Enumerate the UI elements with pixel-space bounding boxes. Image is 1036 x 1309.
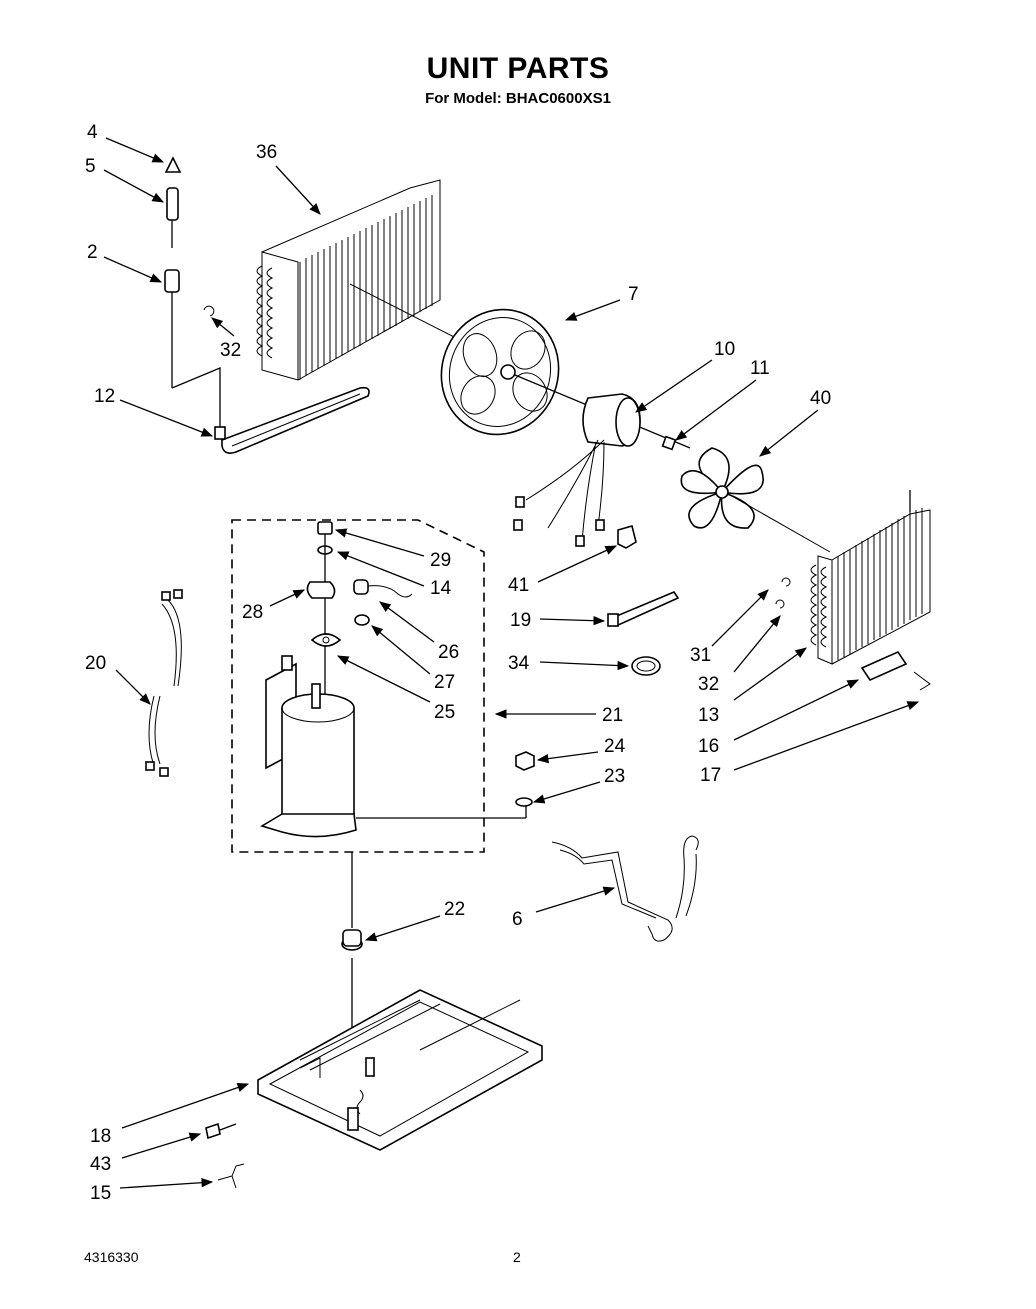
fan-motor (513, 374, 691, 547)
compressor-assembly (260, 521, 527, 838)
mount-hardware (515, 751, 535, 807)
drain-heater (214, 386, 370, 454)
callout-20: 20 (85, 653, 106, 674)
callout-29: 29 (430, 550, 451, 571)
callout-25: 25 (434, 702, 455, 723)
callout-2: 2 (87, 242, 98, 263)
base-pan (205, 852, 543, 1189)
callout-15: 15 (90, 1183, 111, 1204)
page-number: 2 (513, 1249, 521, 1265)
fan-shroud (440, 308, 560, 436)
callout-21: 21 (602, 705, 623, 726)
callout-34: 34 (508, 653, 530, 674)
callout-19: 19 (510, 610, 531, 631)
model-subtitle: For Model: BHAC0600XS1 (425, 90, 611, 107)
callout-12: 12 (94, 386, 115, 407)
callout-27: 27 (434, 672, 455, 693)
callout-40: 40 (810, 388, 831, 409)
callout-14: 14 (430, 578, 452, 599)
callout-32b: 32 (698, 674, 719, 695)
callout-23: 23 (604, 766, 625, 787)
callout-36: 36 (256, 142, 277, 163)
small-hardware (607, 525, 680, 676)
callout-6: 6 (512, 909, 523, 930)
evaporator-coil (775, 490, 931, 665)
cap-tube-assembly (164, 156, 221, 428)
callout-13: 13 (698, 705, 719, 726)
compressor-group-outline (231, 519, 485, 853)
callout-26: 26 (438, 642, 459, 663)
callout-32: 32 (220, 340, 241, 361)
document-number: 4316330 (84, 1249, 139, 1265)
callout-22: 22 (444, 899, 465, 920)
wire-harness (145, 589, 183, 777)
callout-41: 41 (508, 575, 529, 596)
callout-7: 7 (628, 284, 639, 305)
callout-16: 16 (698, 736, 719, 757)
callout-11: 11 (750, 358, 770, 379)
callout-4: 4 (87, 122, 98, 143)
callout-5: 5 (85, 156, 96, 177)
callout-43: 43 (90, 1154, 111, 1175)
thermostat-bracket (860, 650, 931, 691)
condenser-coil (256, 179, 461, 381)
leader-lines (103, 137, 920, 1189)
callout-10: 10 (714, 339, 735, 360)
page-title: UNIT PARTS (426, 52, 610, 85)
callout-28: 28 (242, 602, 263, 623)
callout-17: 17 (700, 765, 721, 786)
bracket-tube (551, 835, 699, 942)
callout-24: 24 (604, 736, 626, 757)
blower-fan (680, 447, 831, 553)
callout-31: 31 (690, 645, 711, 666)
callout-18: 18 (90, 1126, 111, 1147)
callout-labels: 4 5 2 36 32 7 10 11 40 12 29 14 28 26 41… (85, 122, 831, 1204)
